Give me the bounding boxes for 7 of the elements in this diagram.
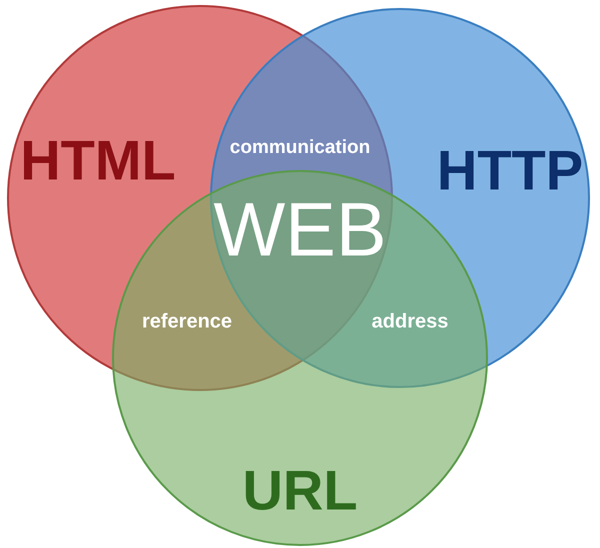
overlap-label: reference (142, 310, 232, 334)
overlap-label: address (372, 310, 448, 334)
center-label: WEB (213, 186, 387, 274)
overlap-label: communication (230, 137, 370, 159)
set-label: HTTP (436, 138, 584, 202)
set-label: HTML (20, 128, 176, 192)
set-label: URL (242, 458, 358, 522)
